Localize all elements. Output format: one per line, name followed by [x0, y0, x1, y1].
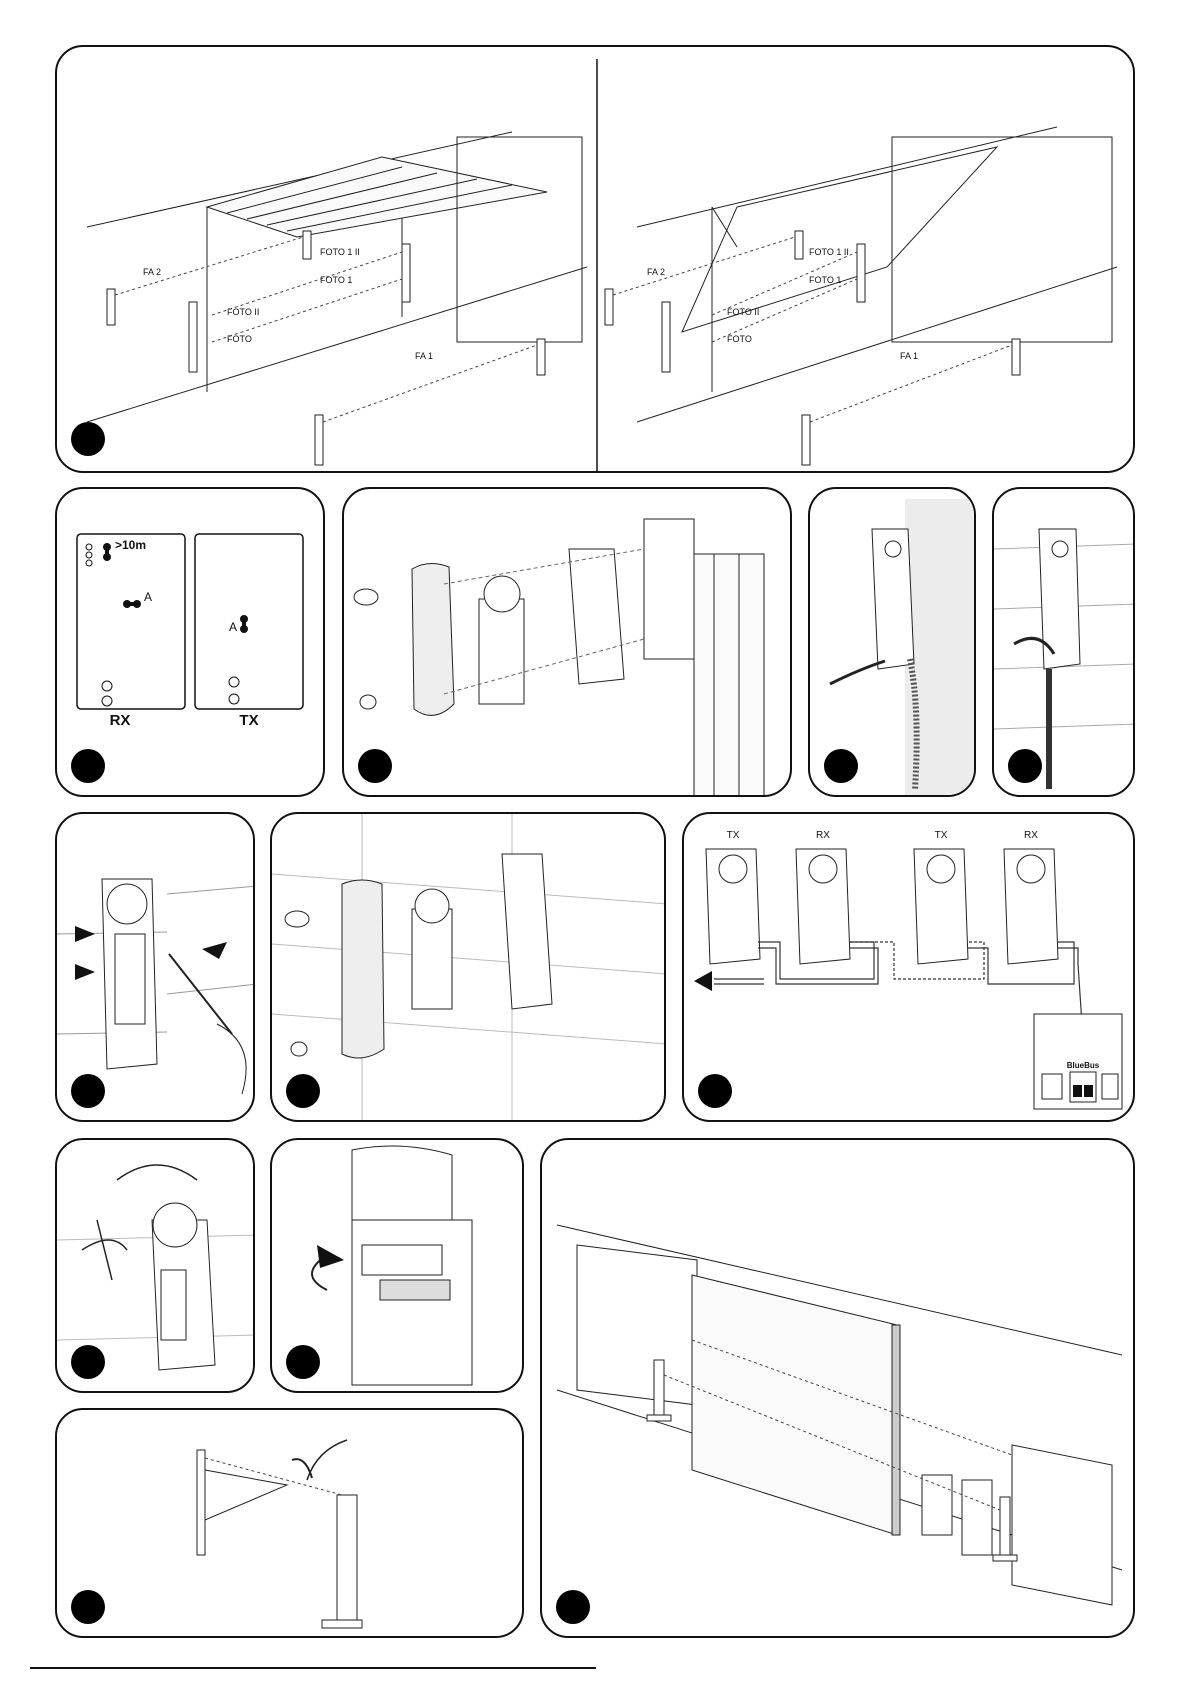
step-number-1 [71, 422, 105, 456]
step-number-12 [556, 1590, 590, 1624]
overview-drawing: FA 2 FOTO 1 II FOTO 1 FOTO II FOTO FA 1 … [57, 47, 1135, 473]
label-fotoii-left: FOTO II [227, 307, 259, 317]
panel-wall-exploded [270, 812, 666, 1122]
label-fa2-left: FA 2 [143, 267, 161, 277]
panel-rx-tx: >10m A A RX TX [55, 487, 325, 797]
tx-label-1: TX [727, 830, 740, 841]
panel-overview: FA 2 FOTO 1 II FOTO 1 FOTO II FOTO FA 1 … [55, 45, 1135, 473]
step-number-6 [71, 1074, 105, 1108]
step-number-9 [71, 1345, 105, 1379]
wiring-drawing: TX RX TX RX BlueBus [684, 814, 1135, 1122]
panel-exploded-view [342, 487, 792, 797]
rx-point-label: A [144, 590, 152, 604]
label-fa1-left: FA 1 [415, 351, 433, 361]
panel-sliding-gate [540, 1138, 1135, 1638]
exploded-drawing [344, 489, 792, 797]
panel-wall-cable [808, 487, 976, 797]
label-foto1ii-right: FOTO 1 II [809, 247, 849, 257]
tx-point-label: A [229, 620, 237, 634]
tx-label: TX [239, 712, 258, 729]
wall-exploded-drawing [272, 814, 666, 1122]
panel-lens-adjust [55, 1138, 255, 1393]
sliding-gate-drawing [542, 1140, 1135, 1638]
label-foto1ii-left: FOTO 1 II [320, 247, 360, 257]
step-number-11 [71, 1590, 105, 1624]
label-foto1-right: FOTO 1 [809, 275, 841, 285]
footer-rule [30, 1667, 596, 1669]
bluebus-label: BlueBus [1067, 1061, 1100, 1070]
step-number-4 [824, 749, 858, 783]
step-number-10 [286, 1345, 320, 1379]
rx-label: RX [110, 712, 131, 729]
panel-jumper [270, 1138, 524, 1393]
step-number-7 [286, 1074, 320, 1108]
label-fa1-right: FA 1 [900, 351, 918, 361]
panel-wiring: TX RX TX RX BlueBus [682, 812, 1135, 1122]
panel-beam-alignment [55, 1408, 524, 1638]
label-foto-right: FOTO [727, 334, 752, 344]
label-foto1-left: FOTO 1 [320, 275, 352, 285]
label-foto-left: FOTO [227, 334, 252, 344]
step-number-3 [358, 749, 392, 783]
beam-alignment-drawing [57, 1410, 524, 1638]
tx-label-2: TX [935, 830, 948, 841]
rx-distance-label: >10m [115, 538, 146, 552]
label-fa2-right: FA 2 [647, 267, 665, 277]
step-number-2 [71, 749, 105, 783]
step-number-5 [1008, 749, 1042, 783]
panel-open-cover [55, 812, 255, 1122]
step-number-8 [698, 1074, 732, 1108]
panel-column-cable [992, 487, 1135, 797]
rx-label-2: RX [1024, 830, 1038, 841]
label-fotoii-right: FOTO II [727, 307, 759, 317]
rx-label-1: RX [816, 830, 830, 841]
